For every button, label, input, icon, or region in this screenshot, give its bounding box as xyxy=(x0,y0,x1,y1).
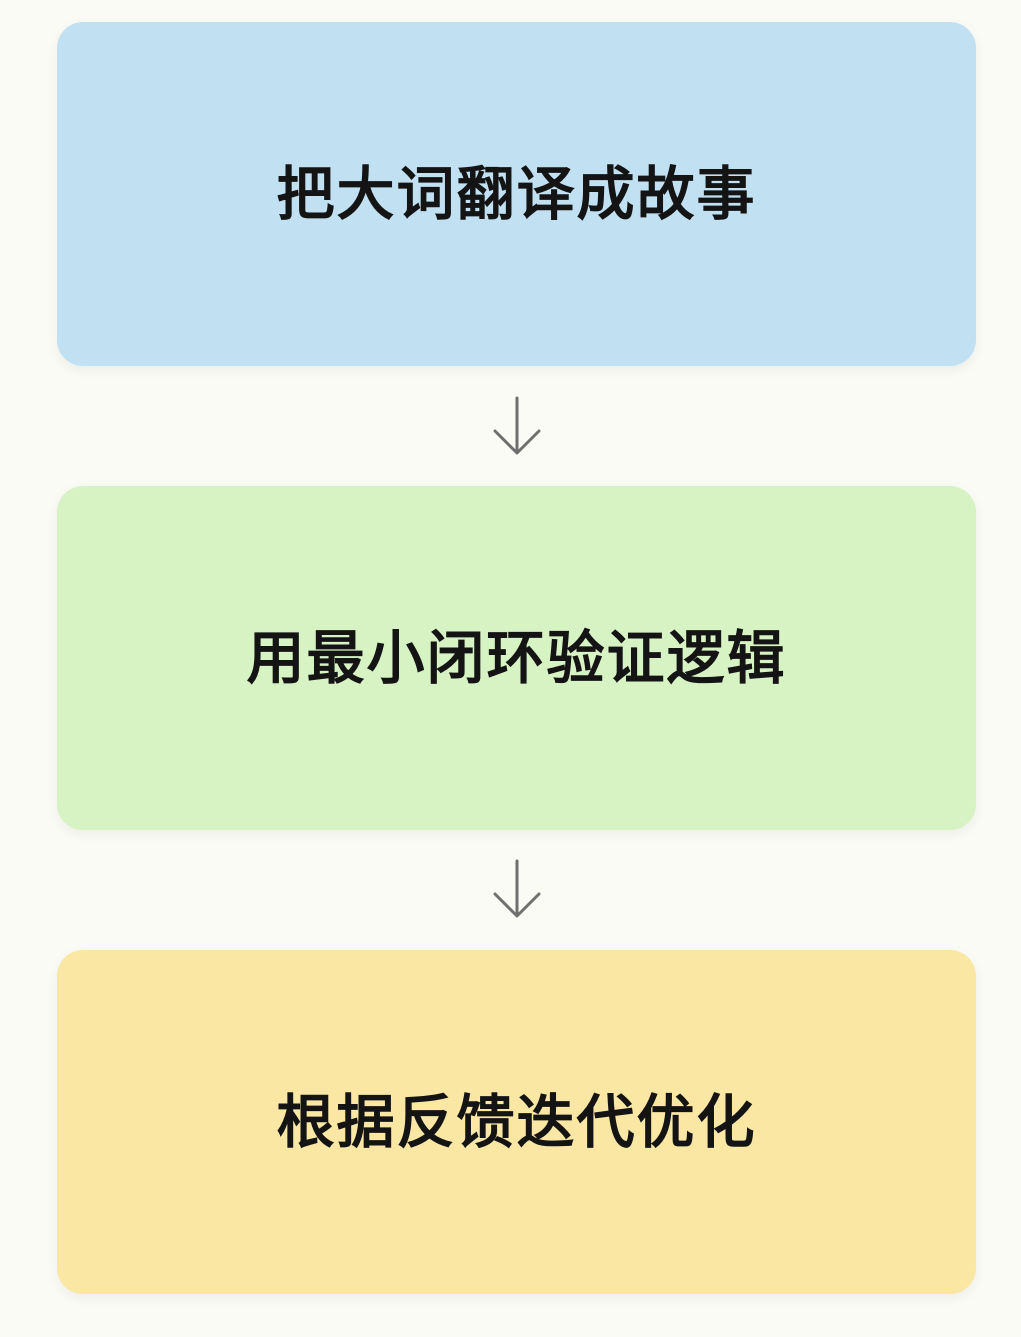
step-box-translate-to-story: 把大词翻译成故事 xyxy=(57,22,976,366)
step-box-iterate-feedback: 根据反馈迭代优化 xyxy=(57,950,976,1294)
arrow-down-icon xyxy=(493,396,541,455)
step-label: 根据反馈迭代优化 xyxy=(276,1088,757,1156)
step-box-minimal-loop: 用最小闭环验证逻辑 xyxy=(57,486,976,830)
step-label: 把大词翻译成故事 xyxy=(276,160,757,228)
step-label: 用最小闭环验证逻辑 xyxy=(246,624,787,692)
arrow-down-icon xyxy=(493,859,541,918)
